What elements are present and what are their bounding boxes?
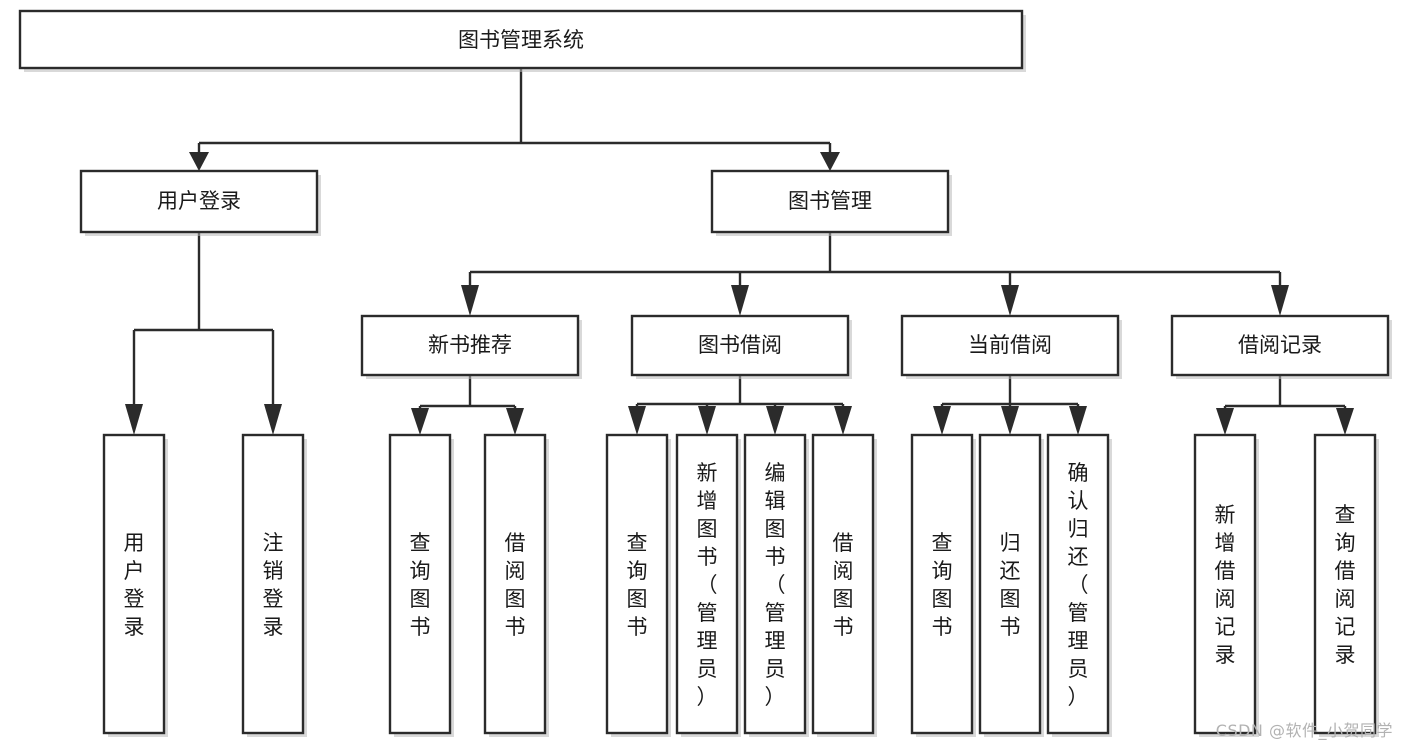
node-leaf-return-book[interactable]: 归还图书 bbox=[978, 433, 1044, 737]
node-leaf-borrow-book-label: 借阅图书 bbox=[833, 531, 854, 639]
node-book-borrow-box[interactable] bbox=[630, 314, 850, 377]
node-leaf-return-book-box[interactable] bbox=[978, 433, 1042, 735]
node-book-management-box[interactable] bbox=[710, 169, 950, 234]
node-book-borrow[interactable]: 图书借阅 bbox=[630, 314, 852, 379]
arrow-head-leaf-confirm-return bbox=[1069, 406, 1087, 435]
node-leaf-query-book-recommend-box[interactable] bbox=[388, 433, 452, 735]
arrow-head-user-login bbox=[189, 152, 209, 171]
node-leaf-confirm-return[interactable]: 确认归还（管理员） bbox=[1046, 433, 1112, 737]
arrow-head-borrow-record bbox=[1271, 285, 1289, 316]
node-borrow-record-box[interactable] bbox=[1170, 314, 1390, 377]
node-user-login-box[interactable] bbox=[79, 169, 319, 234]
node-leaf-borrow-book[interactable]: 借阅图书 bbox=[811, 433, 877, 737]
arrow-head-leaf-query-book-current bbox=[933, 406, 951, 435]
node-current-borrow-label: 当前借阅 bbox=[968, 333, 1052, 357]
node-leaf-borrow-book-recommend-label: 借阅图书 bbox=[505, 531, 526, 639]
node-leaf-query-book-recommend[interactable]: 查询图书 bbox=[388, 433, 454, 737]
node-leaf-edit-book-box[interactable] bbox=[743, 433, 807, 735]
connector-layer bbox=[125, 68, 1354, 435]
arrow-head-leaf-logout bbox=[264, 404, 282, 435]
node-root-box[interactable] bbox=[18, 9, 1024, 70]
arrow-head-leaf-user-login bbox=[125, 404, 143, 435]
node-root[interactable]: 图书管理系统 bbox=[18, 9, 1026, 72]
arrow-head-book-borrow bbox=[731, 285, 749, 316]
node-leaf-confirm-return-label: 确认归还（管理员） bbox=[1068, 461, 1089, 709]
node-leaf-return-book-label: 归还图书 bbox=[1000, 531, 1021, 639]
arrow-head-leaf-borrow-book-recommend bbox=[506, 408, 524, 435]
node-leaf-confirm-return-box[interactable] bbox=[1046, 433, 1110, 735]
node-leaf-logout-label: 注销登录 bbox=[263, 531, 284, 639]
node-leaf-logout[interactable]: 注销登录 bbox=[241, 433, 307, 737]
arrow-head-book-management bbox=[820, 152, 840, 171]
arrow-head-new-book-recommend bbox=[461, 285, 479, 316]
node-leaf-query-book-borrow-box[interactable] bbox=[605, 433, 669, 735]
arrow-head-leaf-borrow-book bbox=[834, 406, 852, 435]
node-user-login[interactable]: 用户登录 bbox=[79, 169, 321, 236]
node-borrow-record[interactable]: 借阅记录 bbox=[1170, 314, 1392, 379]
node-book-management-label: 图书管理 bbox=[788, 189, 872, 213]
node-layer: 图书管理系统 用户登录 图书管理 新书推荐 bbox=[18, 9, 1392, 737]
node-current-borrow-box[interactable] bbox=[900, 314, 1120, 377]
node-book-management[interactable]: 图书管理 bbox=[710, 169, 952, 236]
node-leaf-add-book[interactable]: 新增图书（管理员） bbox=[675, 433, 741, 737]
node-borrow-record-label: 借阅记录 bbox=[1238, 333, 1322, 357]
node-leaf-edit-book-label: 编辑图书（管理员） bbox=[765, 461, 786, 709]
node-leaf-query-book-recommend-label: 查询图书 bbox=[410, 531, 431, 639]
node-current-borrow[interactable]: 当前借阅 bbox=[900, 314, 1122, 379]
node-leaf-edit-book[interactable]: 编辑图书（管理员） bbox=[743, 433, 809, 737]
node-leaf-query-book-current-box[interactable] bbox=[910, 433, 974, 735]
node-leaf-user-login[interactable]: 用户登录 bbox=[102, 433, 168, 737]
arrow-head-leaf-query-book-borrow bbox=[628, 406, 646, 435]
node-leaf-logout-box[interactable] bbox=[241, 433, 305, 735]
node-leaf-query-book-current-label: 查询图书 bbox=[932, 531, 953, 639]
node-leaf-query-book-current[interactable]: 查询图书 bbox=[910, 433, 976, 737]
node-new-book-recommend[interactable]: 新书推荐 bbox=[360, 314, 582, 379]
node-leaf-user-login-box[interactable] bbox=[102, 433, 166, 735]
arrow-head-leaf-add-borrow-record bbox=[1216, 408, 1234, 435]
node-new-book-recommend-box[interactable] bbox=[360, 314, 580, 377]
arrow-head-current-borrow bbox=[1001, 285, 1019, 316]
leaf-nodes: 用户登录 注销登录 查询图书 借阅图书 查询图书 新增图书（管理员） 编辑图书（管理员） 借阅… bbox=[102, 433, 1379, 737]
node-leaf-query-book-borrow[interactable]: 查询图书 bbox=[605, 433, 671, 737]
node-leaf-borrow-book-box[interactable] bbox=[811, 433, 875, 735]
node-book-borrow-label: 图书借阅 bbox=[698, 333, 782, 357]
arrow-head-leaf-query-borrow-record bbox=[1336, 408, 1354, 435]
csdn-watermark: CSDN @软件_小贺同学 bbox=[1215, 721, 1393, 740]
node-leaf-query-borrow-record-label: 查询借阅记录 bbox=[1335, 503, 1356, 667]
node-leaf-query-book-borrow-label: 查询图书 bbox=[627, 531, 648, 639]
node-leaf-add-book-box[interactable] bbox=[675, 433, 739, 735]
arrow-head-leaf-add-book bbox=[698, 406, 716, 435]
node-leaf-add-book-label: 新增图书（管理员） bbox=[697, 461, 718, 709]
node-leaf-add-borrow-record-label: 新增借阅记录 bbox=[1215, 503, 1236, 667]
node-user-login-label: 用户登录 bbox=[157, 189, 241, 213]
node-leaf-add-borrow-record[interactable]: 新增借阅记录 bbox=[1193, 433, 1259, 737]
arrow-head-leaf-edit-book bbox=[766, 406, 784, 435]
arrow-head-leaf-return-book bbox=[1001, 406, 1019, 435]
node-leaf-user-login-label: 用户登录 bbox=[124, 531, 145, 639]
node-leaf-borrow-book-recommend[interactable]: 借阅图书 bbox=[483, 433, 549, 737]
node-leaf-query-borrow-record-box[interactable] bbox=[1313, 433, 1377, 735]
node-root-label: 图书管理系统 bbox=[458, 28, 584, 52]
arrow-head-leaf-query-book-recommend bbox=[411, 408, 429, 435]
node-leaf-query-borrow-record[interactable]: 查询借阅记录 bbox=[1313, 433, 1379, 737]
node-leaf-borrow-book-recommend-box[interactable] bbox=[483, 433, 547, 735]
node-leaf-add-borrow-record-box[interactable] bbox=[1193, 433, 1257, 735]
node-new-book-recommend-label: 新书推荐 bbox=[428, 333, 512, 357]
